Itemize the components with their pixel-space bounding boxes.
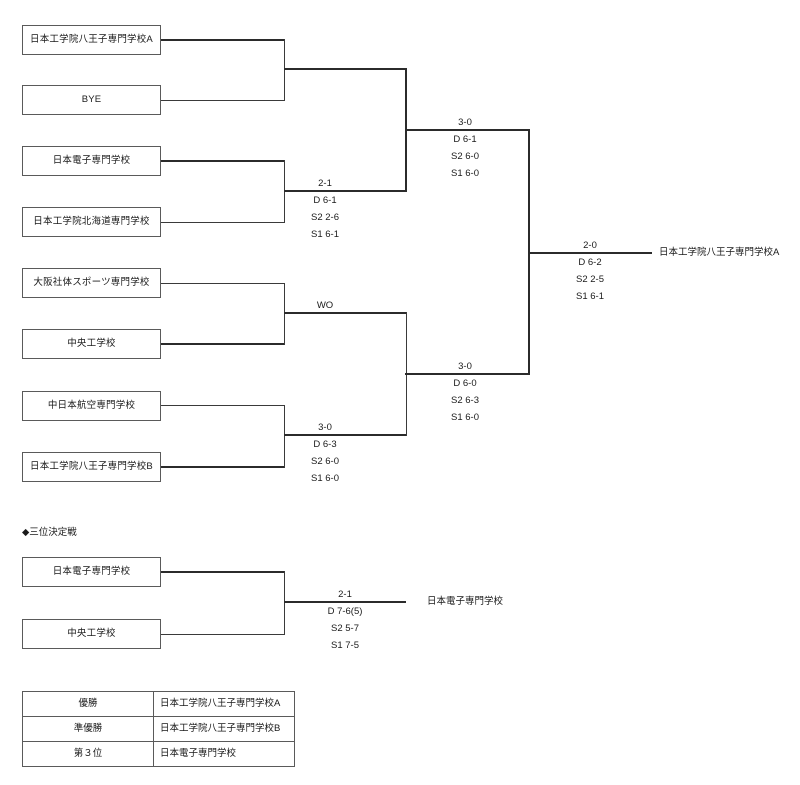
rank-team: 日本電子専門学校 [153, 741, 295, 767]
score-set-s2: S2 6-3 [451, 395, 479, 406]
table-row: 第３位 日本電子専門学校 [22, 741, 295, 767]
table-row: 優勝 日本工学院八王子専門学校A [22, 691, 295, 717]
team-box-r1-m2-top: 日本電子専門学校 [22, 146, 161, 176]
connector-r2-m1-bottom [284, 190, 406, 192]
score-final: 2-0 D 6-2 S2 2-5 S1 6-1 [530, 237, 650, 305]
score-set-s1: S1 6-0 [311, 473, 339, 484]
score-set-s2: S2 6-0 [451, 151, 479, 162]
champion-label: 日本工学院八王子専門学校A [659, 247, 780, 258]
team-box-r1-m1-bottom: BYE [22, 85, 161, 115]
team-name: 中央工学校 [67, 338, 116, 350]
connector-r1-m3-top [161, 283, 285, 284]
team-name: BYE [81, 94, 102, 106]
connector-third-place-bottom [161, 634, 285, 635]
connector-champion-arm [528, 252, 652, 254]
team-name: 日本電子専門学校 [52, 155, 131, 167]
team-box-r1-m4-bottom: 日本工学院八王子専門学校B [22, 452, 161, 482]
score-set-s2: S2 6-0 [311, 456, 339, 467]
team-name: 日本工学院北海道専門学校 [33, 216, 150, 228]
score-r2-m1: 3-0 D 6-1 S2 6-0 S1 6-0 [405, 114, 525, 182]
connector-final-top [405, 129, 529, 131]
connector-third-place-top [161, 571, 285, 573]
score-r1-m2: 2-1 D 6-1 S2 2-6 S1 6-1 [265, 175, 385, 243]
connector-r1-m2-top [161, 160, 285, 162]
score-summary: 2-0 [583, 240, 597, 251]
connector-r1-m2-bottom [161, 222, 285, 223]
score-r2-m2: 3-0 D 6-0 S2 6-3 S1 6-0 [405, 358, 525, 426]
rank-team: 日本工学院八王子専門学校A [153, 691, 295, 717]
score-set-doubles: D 6-2 [578, 257, 602, 268]
team-box-r1-m3-top: 大阪社体スポーツ専門学校 [22, 268, 161, 298]
connector-r1-m3-vertical [284, 283, 285, 345]
team-box-r1-m3-bottom: 中央工学校 [22, 329, 161, 359]
score-summary: 3-0 [318, 422, 332, 433]
connector-r1-m4-vertical [284, 405, 285, 468]
rank-team: 日本工学院八王子専門学校B [153, 716, 295, 742]
connector-r1-m1-top [161, 39, 285, 41]
team-box-r1-m1-top: 日本工学院八王子専門学校A [22, 25, 161, 55]
score-summary: 3-0 [458, 117, 472, 128]
connector-r2-m1-top [284, 68, 406, 70]
third-place-winner-label: 日本電子専門学校 [427, 596, 504, 607]
rank-label: 準優勝 [22, 716, 154, 742]
score-summary: 2-1 [318, 178, 332, 189]
team-name: 大阪社体スポーツ専門学校 [33, 277, 150, 289]
results-table: 優勝 日本工学院八王子専門学校A 準優勝 日本工学院八王子専門学校B 第３位 日… [22, 691, 295, 767]
connector-r2-m2-top [284, 312, 406, 314]
score-set-s1: S1 6-1 [311, 229, 339, 240]
connector-r1-m4-top [161, 405, 285, 406]
team-name: 日本電子専門学校 [52, 566, 131, 578]
score-set-s1: S1 6-1 [576, 291, 604, 302]
score-summary: 3-0 [458, 361, 472, 372]
score-set-doubles: D 6-0 [453, 378, 477, 389]
score-set-s2: S2 5-7 [331, 623, 359, 634]
score-set-s2: S2 2-5 [576, 274, 604, 285]
connector-r1-m3-bottom [161, 343, 285, 345]
score-set-doubles: D 7-6(5) [327, 606, 363, 617]
score-r1-m3: WO [265, 297, 385, 314]
score-set-s2: S2 2-6 [311, 212, 339, 223]
connector-r2-m2-bottom [284, 434, 406, 436]
team-name: 中日本航空専門学校 [47, 400, 136, 412]
connector-r1-m4-bottom [161, 466, 285, 468]
connector-r1-m1-bottom [161, 100, 285, 101]
connector-third-place-winner-arm [284, 601, 406, 603]
rank-label: 優勝 [22, 691, 154, 717]
connector-r1-m1-vertical [284, 39, 285, 101]
connector-final-bottom [405, 373, 529, 375]
team-box-third-place-bottom: 中央工学校 [22, 619, 161, 649]
score-r1-m4: 3-0 D 6-3 S2 6-0 S1 6-0 [265, 419, 385, 487]
score-set-s1: S1 6-0 [451, 168, 479, 179]
team-box-r1-m2-bottom: 日本工学院北海道専門学校 [22, 207, 161, 237]
connector-third-place-vertical [284, 571, 285, 635]
score-set-doubles: D 6-1 [453, 134, 477, 145]
table-row: 準優勝 日本工学院八王子専門学校B [22, 716, 295, 742]
team-name: 日本工学院八王子専門学校B [30, 461, 153, 473]
third-place-heading: ◆三位決定戦 [22, 527, 77, 538]
score-set-doubles: D 6-1 [313, 195, 337, 206]
team-box-third-place-top: 日本電子専門学校 [22, 557, 161, 587]
team-name: 日本工学院八王子専門学校A [30, 34, 153, 46]
score-summary: 2-1 [338, 589, 352, 600]
score-third-place: 2-1 D 7-6(5) S2 5-7 S1 7-5 [285, 586, 405, 654]
score-set-s1: S1 7-5 [331, 640, 359, 651]
team-box-r1-m4-top: 中日本航空専門学校 [22, 391, 161, 421]
team-name: 中央工学校 [67, 628, 116, 640]
rank-label: 第３位 [22, 741, 154, 767]
score-summary: WO [316, 300, 334, 311]
score-set-s1: S1 6-0 [451, 412, 479, 423]
score-set-doubles: D 6-3 [313, 439, 337, 450]
